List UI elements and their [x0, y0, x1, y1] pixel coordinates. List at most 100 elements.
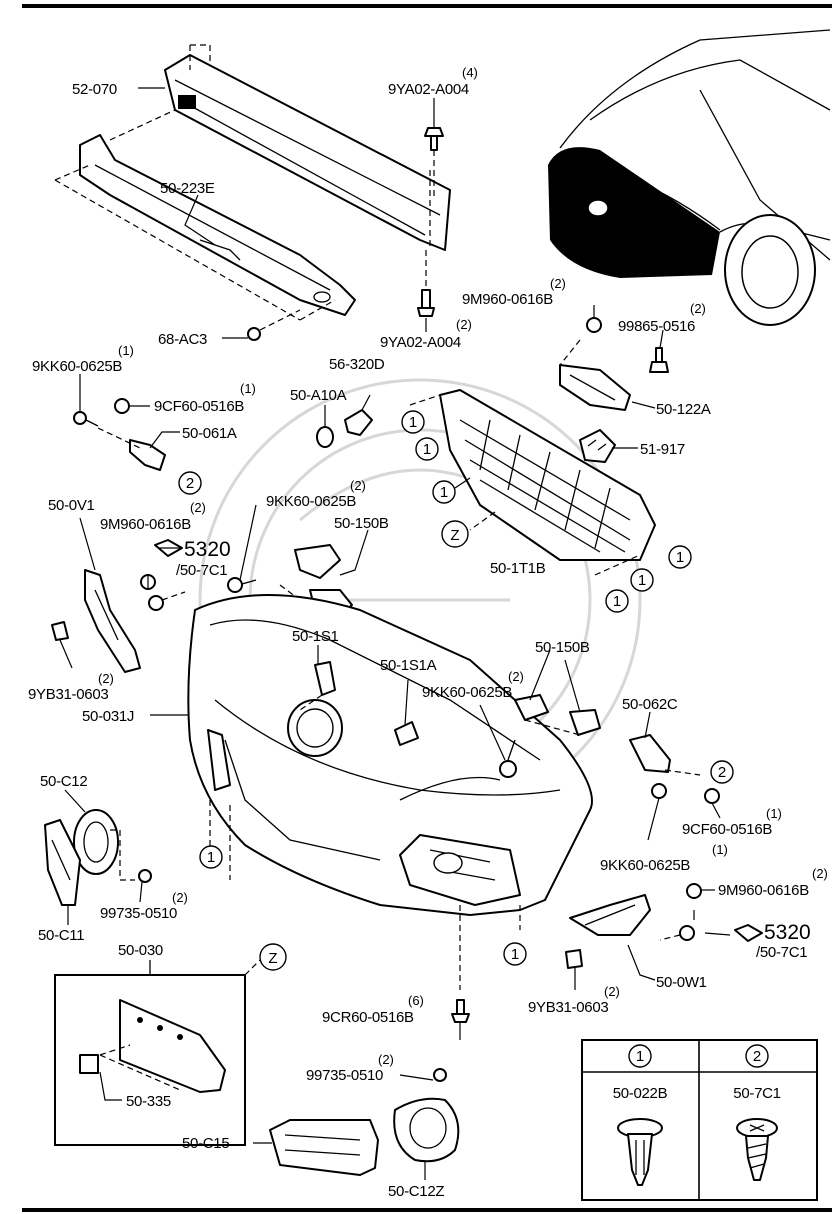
bolt-99865-0516[interactable] — [649, 347, 669, 373]
clip-right[interactable] — [659, 925, 695, 941]
callout-1-grille-e: 1 — [630, 568, 654, 592]
leader-lines — [59, 87, 731, 1180]
bolt-9YA02-A004-top[interactable] — [424, 127, 444, 200]
front-bumper-50-031J[interactable] — [187, 594, 593, 990]
label-50-223E: 50-223E — [160, 180, 215, 197]
label-9KK60-0625B-mid: 9KK60-0625B — [266, 493, 356, 510]
screw-99735-0510-left[interactable] — [138, 869, 152, 883]
svg-text:(2): (2) — [350, 478, 366, 493]
screw-68-AC3[interactable] — [247, 309, 301, 341]
screw-99735-0510-bottom[interactable] — [433, 1068, 447, 1082]
label-51-917 — [579, 429, 616, 463]
svg-text:1: 1 — [638, 572, 646, 589]
svg-text:(2): (2) — [508, 669, 524, 684]
svg-text:1: 1 — [613, 593, 621, 610]
screw-9M960-0616B-right[interactable] — [686, 883, 702, 899]
bracket-50-122A[interactable] — [559, 339, 631, 411]
label-50-7C1-right: /50-7C1 — [756, 944, 807, 961]
bolt-9KK60-0625B-right[interactable] — [499, 739, 517, 778]
label-50-031J: 50-031J — [82, 708, 134, 725]
callout-2-left: 2 — [178, 471, 202, 495]
callout-z-grille: Z — [441, 520, 469, 548]
cover-50-C12[interactable] — [73, 809, 119, 875]
label-50-061A: 50-061A — [182, 425, 237, 442]
label-50-030: 50-030 — [118, 942, 163, 959]
svg-text:(1): (1) — [766, 806, 782, 821]
label-50-C15: 50-C15 — [182, 1135, 229, 1152]
screw-9CR60-0516B[interactable] — [451, 999, 470, 1023]
callout-1-grille-c: 1 — [432, 477, 471, 504]
label-99735-0510-bottom: 99735-0510 — [306, 1067, 383, 1084]
label-50-1T1B: 50-1T1B — [490, 560, 546, 577]
ref-5320-right-icon — [734, 924, 763, 942]
svg-text:(6): (6) — [408, 993, 424, 1008]
side-bracket-50-0V1[interactable] — [84, 569, 141, 673]
cover-50-C11[interactable] — [44, 819, 135, 906]
plate-50-030[interactable] — [99, 999, 226, 1093]
bolt-9KK60-0625B-top[interactable] — [73, 411, 99, 427]
legend-part-50-7C1: 50-7C1 — [733, 1085, 780, 1102]
callout-1-grille-a: 1 — [401, 410, 425, 434]
screw-9M960-0616B-top[interactable] — [586, 317, 602, 333]
label-52-070: 52-070 — [72, 81, 117, 98]
svg-text:(4): (4) — [462, 65, 478, 80]
label-9KK60-0625B-low: 9KK60-0625B — [600, 857, 690, 874]
label-5320-right: 5320 — [764, 921, 811, 944]
svg-text:(2): (2) — [172, 890, 188, 905]
bolt-9KK60-0625B-low[interactable] — [651, 783, 667, 799]
car-location-illustration — [548, 29, 831, 326]
label-9YB31-0603-left: 9YB31-0603 — [28, 686, 108, 703]
label-51-917: 51-917 — [640, 441, 685, 458]
svg-text:2: 2 — [753, 1048, 761, 1065]
callout-1-grille-b: 1 — [415, 437, 439, 461]
label-99735-0510-left: 99735-0510 — [100, 905, 177, 922]
label-68-AC3: 68-AC3 — [158, 331, 207, 348]
label-9YA02-A004-mid: 9YA02-A004 — [380, 334, 461, 351]
piece-50-1S1A[interactable] — [394, 721, 419, 746]
push-clip-icon — [617, 1118, 663, 1186]
energy-absorber-50-223E[interactable] — [54, 109, 356, 321]
cover-50-C12Z[interactable] — [393, 1097, 460, 1163]
bracket-56-320D[interactable] — [344, 409, 373, 436]
label-50-C12Z: 50-C12Z — [388, 1183, 444, 1200]
svg-text:(2): (2) — [456, 317, 472, 332]
cover-50-C15[interactable] — [269, 1119, 379, 1176]
svg-text:(2): (2) — [190, 500, 206, 515]
label-50-C12: 50-C12 — [40, 773, 87, 790]
nut-9YB31-0603-left[interactable] — [51, 621, 69, 641]
screw-9CF60-0516B-top[interactable] — [114, 398, 130, 414]
bracket-50-150B-right[interactable] — [514, 694, 601, 736]
clip-left[interactable] — [148, 591, 186, 611]
label-50-A10A: 50-A10A — [290, 387, 347, 404]
callout-z-box: Z — [259, 943, 287, 971]
clip-50-A10A[interactable] — [316, 426, 334, 448]
label-9M960-0616B-left: 9M960-0616B — [100, 516, 191, 533]
bracket-50-061A[interactable] — [97, 427, 166, 471]
label-9YA02-A004-top: 9YA02-A004 — [388, 81, 469, 98]
bracket-50-062C[interactable] — [629, 734, 701, 776]
label-9KK60-0625B-right: 9KK60-0625B — [422, 684, 512, 701]
label-9YB31-0603-right: 9YB31-0603 — [528, 999, 608, 1016]
label-5320-left: 5320 — [184, 538, 231, 561]
label-50-1S1: 50-1S1 — [292, 628, 339, 645]
nut-9YB31-0603-right[interactable] — [565, 949, 583, 969]
grille-50-1T1B[interactable] — [409, 389, 656, 576]
label-50-C11: 50-C11 — [38, 927, 84, 944]
bracket-50-335[interactable] — [79, 1054, 99, 1074]
svg-text:2: 2 — [718, 764, 726, 781]
side-bracket-50-0W1[interactable] — [569, 894, 651, 936]
bolt-9YA02-A004-mid[interactable] — [417, 250, 435, 317]
label-99865-0516: 99865-0516 — [618, 318, 695, 335]
svg-text:2: 2 — [186, 475, 194, 492]
label-9CR60-0516B: 9CR60-0516B — [322, 1009, 414, 1026]
label-9M960-0616B-right: 9M960-0616B — [718, 882, 809, 899]
screw-9CF60-0516B-right[interactable] — [704, 788, 720, 804]
callout-1-bumper-left: 1 — [199, 845, 223, 869]
svg-text:1: 1 — [636, 1048, 644, 1065]
piece-50-1S1[interactable] — [299, 661, 336, 711]
svg-text:(2): (2) — [690, 301, 706, 316]
legend-part-50-022B: 50-022B — [613, 1085, 668, 1102]
svg-text:Z: Z — [450, 527, 459, 544]
bolt-9KK60-0625B-mid[interactable] — [227, 577, 257, 593]
